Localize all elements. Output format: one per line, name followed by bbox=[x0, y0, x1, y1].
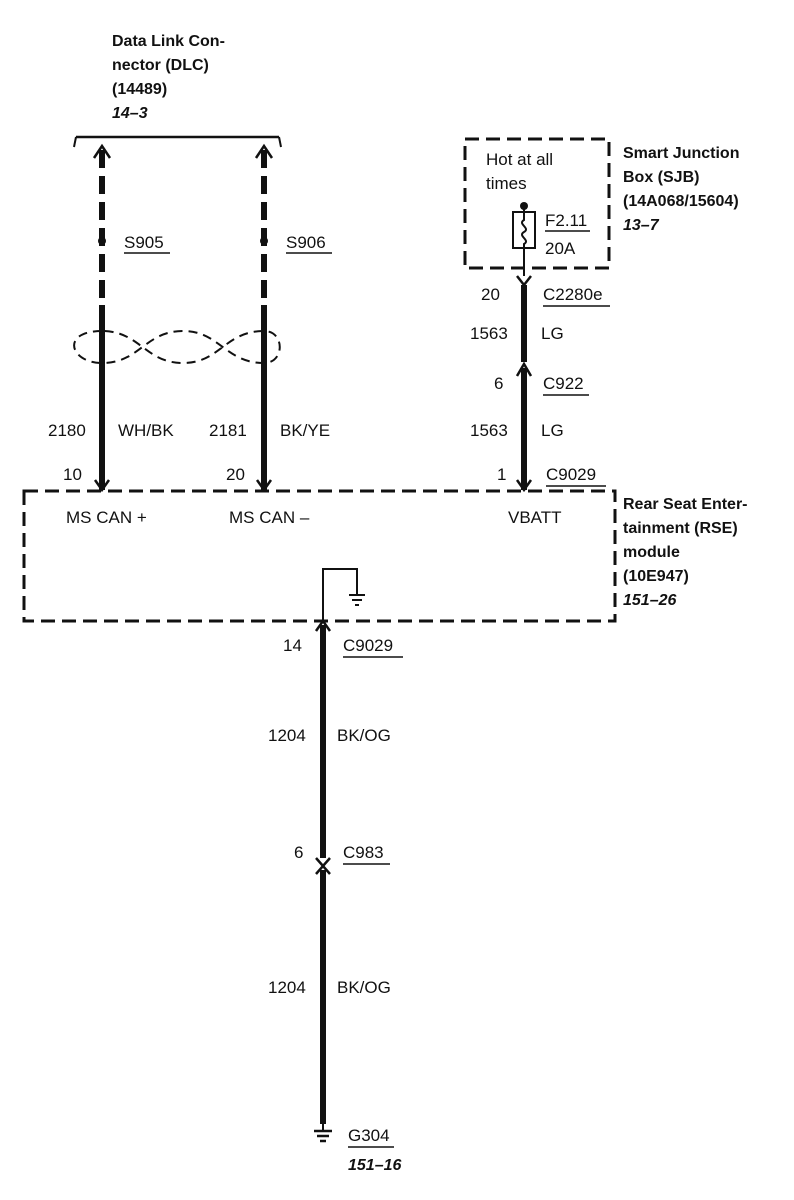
rse-name-line1: Rear Seat Enter- bbox=[623, 496, 748, 513]
ground-page-ref: 151–16 bbox=[348, 1157, 401, 1174]
connector-c983-label: C983 bbox=[343, 843, 384, 862]
c922-pin-label: 6 bbox=[494, 374, 503, 393]
sjb-hot-note-line2: times bbox=[486, 174, 527, 193]
dlc-part-number: (14489) bbox=[112, 81, 167, 98]
ground-g304-label: G304 bbox=[348, 1126, 390, 1145]
circuit-2181-label: 2181 bbox=[209, 421, 247, 440]
sjb-hot-note-line1: Hot at all bbox=[486, 150, 553, 169]
splice-s905-dot bbox=[98, 237, 106, 245]
sjb-name-line2: Box (SJB) bbox=[623, 169, 699, 186]
pin-ms-can-minus-label: MS CAN – bbox=[229, 508, 310, 527]
dlc-name-line2: nector (DLC) bbox=[112, 57, 209, 74]
sjb-name-line1: Smart Junction bbox=[623, 145, 739, 162]
twisted-pair-symbol bbox=[73, 329, 281, 365]
sjb-label: Smart Junction Box (SJB) (14A068/15604) … bbox=[623, 145, 739, 234]
sjb-part-number: (14A068/15604) bbox=[623, 193, 739, 210]
dlc-name-line1: Data Link Con- bbox=[112, 33, 225, 50]
wire-color-bk-og-lower: BK/OG bbox=[337, 978, 391, 997]
c9029-pin-1-label: 1 bbox=[497, 465, 506, 484]
wire-color-bk-ye: BK/YE bbox=[280, 421, 330, 440]
dlc-label: Data Link Con- nector (DLC) (14489) 14–3 bbox=[112, 33, 225, 122]
can-plus-wire: S905 2180 WH/BK 10 bbox=[48, 143, 174, 493]
connector-c9029-upper-label: C9029 bbox=[546, 465, 596, 484]
connector-c922-label: C922 bbox=[543, 374, 584, 393]
fuse-rating-label: 20A bbox=[545, 239, 576, 258]
circuit-1204-lower: 1204 bbox=[268, 978, 306, 997]
circuit-1563-upper: 1563 bbox=[470, 324, 508, 343]
c983-pin-label: 6 bbox=[294, 843, 303, 862]
rse-label: Rear Seat Enter- tainment (RSE) module (… bbox=[623, 496, 748, 609]
internal-ground-wire bbox=[322, 568, 358, 621]
wire-color-lg-lower: LG bbox=[541, 421, 564, 440]
sjb-page-ref: 13–7 bbox=[623, 217, 660, 234]
sjb-contents: Hot at all times F2.11 20A bbox=[486, 150, 590, 276]
wire-color-lg-upper: LG bbox=[541, 324, 564, 343]
rse-part-number: (10E947) bbox=[623, 568, 689, 585]
dlc-connector bbox=[73, 135, 282, 148]
pin-vbatt-label: VBATT bbox=[508, 508, 562, 527]
circuit-1563-lower: 1563 bbox=[470, 421, 508, 440]
rse-pins: MS CAN + MS CAN – VBATT bbox=[66, 508, 562, 621]
pin-20-label: 20 bbox=[226, 465, 245, 484]
c2280e-pin-label: 20 bbox=[481, 285, 500, 304]
internal-ground-icon bbox=[349, 594, 365, 606]
splice-s906-label: S906 bbox=[286, 233, 326, 252]
connector-c9029-lower-label: C9029 bbox=[343, 636, 393, 655]
rse-name-line2: tainment (RSE) bbox=[623, 520, 738, 537]
c9029-pin-14-label: 14 bbox=[283, 636, 302, 655]
circuit-1204-upper: 1204 bbox=[268, 726, 306, 745]
fuse-id-label: F2.11 bbox=[545, 211, 587, 230]
wire-color-wh-bk: WH/BK bbox=[118, 421, 174, 440]
connector-c2280e-label: C2280e bbox=[543, 285, 603, 304]
sjb-box bbox=[463, 137, 611, 270]
splice-s906-dot bbox=[260, 237, 268, 245]
rse-page-ref: 151–26 bbox=[623, 592, 676, 609]
pin-ms-can-plus-label: MS CAN + bbox=[66, 508, 147, 527]
splice-s905-label: S905 bbox=[124, 233, 164, 252]
can-minus-wire: S906 2181 BK/YE 20 bbox=[209, 143, 332, 493]
pin-10-label: 10 bbox=[63, 465, 82, 484]
dlc-page-ref: 14–3 bbox=[112, 105, 148, 122]
power-wire: 20 C2280e 1563 LG 6 C922 1563 LG 1 C9029 bbox=[470, 275, 610, 493]
ground-g304-icon bbox=[314, 1124, 332, 1143]
rse-name-line3: module bbox=[623, 544, 680, 561]
ground-wire: 14 C9029 1204 BK/OG 6 C983 1204 BK/OG bbox=[268, 618, 403, 1124]
circuit-2180-label: 2180 bbox=[48, 421, 86, 440]
rse-module-box bbox=[22, 489, 617, 623]
wire-color-bk-og-upper: BK/OG bbox=[337, 726, 391, 745]
